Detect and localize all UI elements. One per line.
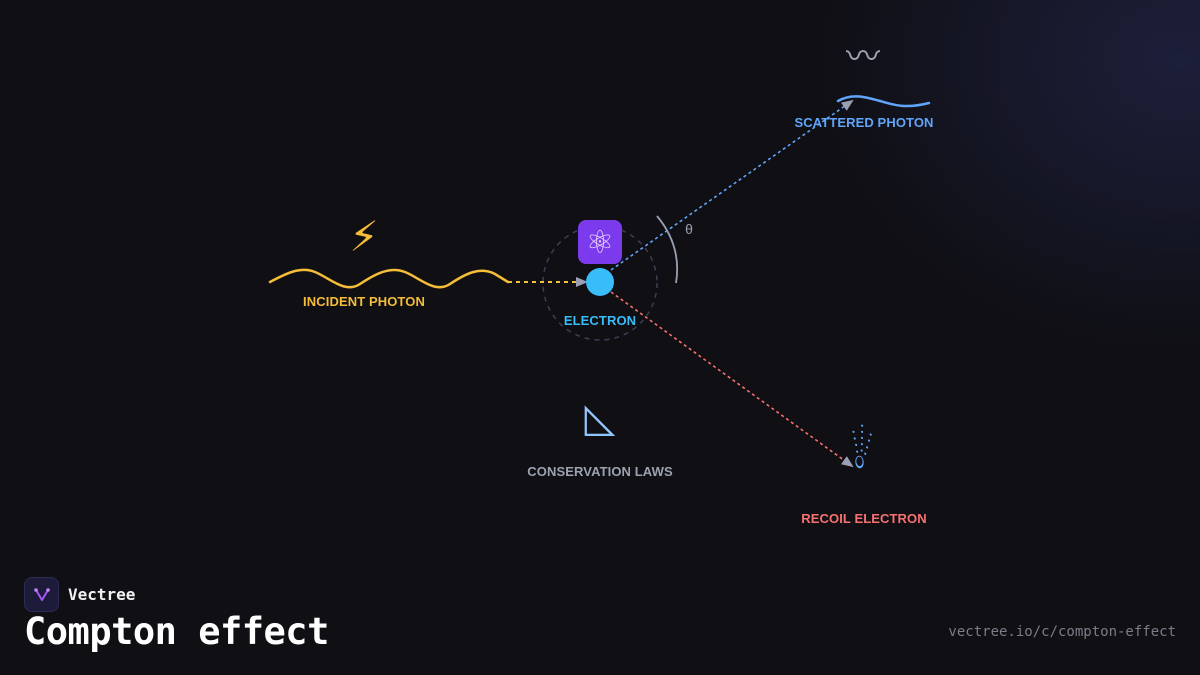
- recoil-electron-path: [610, 291, 854, 468]
- interaction-region: [542, 225, 658, 341]
- scattered-photon-path: [610, 99, 854, 271]
- atom-icon: ⚛: [578, 220, 622, 264]
- vectree-logo-icon: [24, 577, 59, 612]
- electron-label: ELECTRON: [563, 313, 637, 328]
- conservation-laws-label: CONSERVATION LAWS: [527, 464, 673, 479]
- scattered-photon-label: SCATTERED PHOTON: [794, 115, 934, 130]
- page-title: Compton effect: [24, 610, 329, 653]
- incident-photon-label: INCIDENT PHOTON: [303, 294, 425, 309]
- scattered-photon-wave: [836, 95, 931, 108]
- brand[interactable]: Vectree: [24, 577, 135, 612]
- recoil-electron-label: RECOIL ELECTRON: [801, 511, 927, 526]
- triangle-ruler-icon: ◺: [584, 395, 616, 441]
- electron-dot: [586, 268, 614, 296]
- source-url[interactable]: vectree.io/c/compton-effect: [948, 624, 1176, 640]
- wave-icon: 〰: [846, 37, 880, 77]
- scattering-angle-arc: [656, 215, 679, 284]
- lightning-icon: ⚡: [349, 212, 379, 261]
- incident-photon-wave: [268, 268, 510, 289]
- brand-name: Vectree: [68, 585, 136, 604]
- angle-symbol: θ: [685, 221, 693, 237]
